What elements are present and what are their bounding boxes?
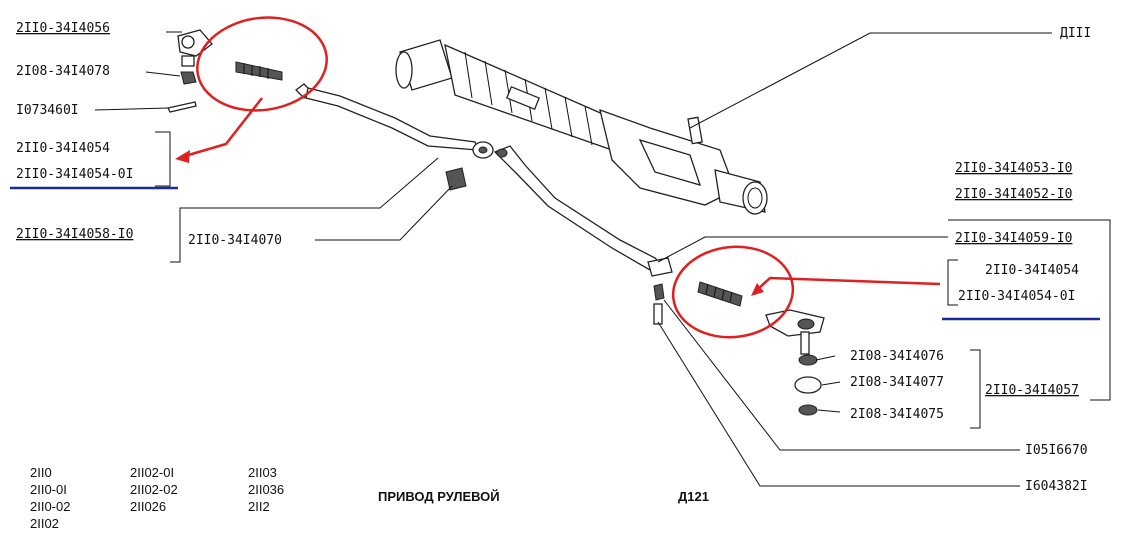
model-col2-1: 2II02-02 [130, 482, 178, 497]
model-col1-3: 2II02 [30, 516, 59, 531]
label-pin-right-2: 2II0-34I4054-0I [958, 289, 1075, 304]
label-washer-bottom: 2I08-34I4075 [850, 407, 944, 422]
label-bushing: 2II0-34I4070 [188, 233, 282, 248]
left-tie-rod-end-drawing [167, 29, 283, 113]
label-washer-top: 2I08-34I4076 [850, 349, 944, 364]
label-bolt-1: I05I6670 [1025, 443, 1088, 458]
steering-rack-drawing [395, 39, 768, 215]
label-pin-left-2: 2II0-34I4054-0I [16, 167, 133, 182]
label-rod-left: 2II0-34I4058-I0 [16, 227, 133, 242]
page-code: Д121 [678, 489, 709, 504]
label-seal: 2I08-34I4077 [850, 375, 944, 390]
leader-lines [94, 31, 1111, 487]
label-nut-left: 2I08-34I4078 [16, 64, 110, 79]
highlight-arrow-left [184, 97, 263, 158]
model-col3-1: 2II036 [248, 482, 284, 497]
label-rack-assy-2: 2II0-34I4052-I0 [955, 187, 1072, 202]
highlight-arrow-right [756, 276, 941, 291]
right-tie-rod-end-drawing [697, 281, 825, 416]
label-bolt-2: I604382I [1025, 479, 1088, 494]
model-col1-0: 2II0 [30, 465, 52, 480]
label-pin-left-1: 2II0-34I4054 [16, 141, 110, 156]
model-col3-0: 2II03 [248, 465, 277, 480]
label-tie-rod-end-left: 2II0-34I4056 [16, 21, 110, 36]
model-col3-2: 2II2 [248, 499, 270, 514]
diagram-title: ПРИВОД РУЛЕВОЙ [378, 489, 500, 504]
label-rod-right: 2II0-34I4059-I0 [955, 231, 1072, 246]
model-col1-1: 2II0-0I [30, 482, 67, 497]
label-rack-assy-1: 2II0-34I4053-I0 [955, 161, 1072, 176]
model-col1-2: 2II0-02 [30, 499, 70, 514]
label-tie-rod-end-right: 2II0-34I4057 [985, 383, 1079, 398]
label-cotter-pin: I073460I [16, 103, 79, 118]
highlight-circle-left [196, 16, 328, 112]
model-col2-2: 2II026 [130, 499, 166, 514]
left-tie-rod-drawing [295, 83, 494, 191]
highlight-circle-right [671, 245, 795, 339]
label-pin-right-1: 2II0-34I4054 [985, 263, 1079, 278]
model-col2-0: 2II02-0I [130, 465, 174, 480]
right-tie-rod-drawing [493, 145, 673, 325]
label-rack: ДIII [1060, 26, 1091, 41]
